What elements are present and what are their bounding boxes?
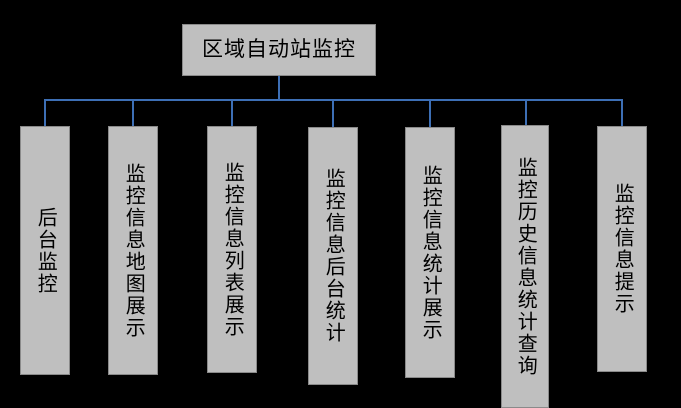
tree-child-node-4[interactable]: 监控信息后台统计 [308,127,358,385]
tree-child-node-5[interactable]: 监控信息统计展示 [405,127,455,378]
connector-drop-1 [44,99,46,126]
tree-child-node-3[interactable]: 监控信息列表展示 [207,126,257,373]
tree-child-label-6: 监控历史信息统计查询 [514,156,537,377]
connector-root-stem [278,76,280,101]
connector-drop-3 [231,99,233,126]
connector-drop-5 [429,99,431,127]
tree-child-label-7: 监控信息提示 [611,183,634,315]
connector-drop-2 [132,99,134,126]
connector-drop-7 [621,99,623,126]
tree-child-label-5: 监控信息统计展示 [419,164,442,341]
tree-child-node-7[interactable]: 监控信息提示 [597,126,647,372]
tree-child-label-4: 监控信息后台统计 [322,168,345,344]
tree-child-label-1: 后台监控 [34,206,57,295]
tree-root-label: 区域自动站监控 [202,37,356,62]
tree-child-label-2: 监控信息地图展示 [122,162,145,339]
tree-child-node-1[interactable]: 后台监控 [20,126,70,375]
tree-child-label-3: 监控信息列表展示 [221,161,244,338]
tree-root-node[interactable]: 区域自动站监控 [182,24,376,76]
connector-drop-4 [332,99,334,127]
tree-child-node-2[interactable]: 监控信息地图展示 [108,126,158,375]
tree-child-node-6[interactable]: 监控历史信息统计查询 [501,125,549,408]
connector-drop-6 [525,99,527,125]
